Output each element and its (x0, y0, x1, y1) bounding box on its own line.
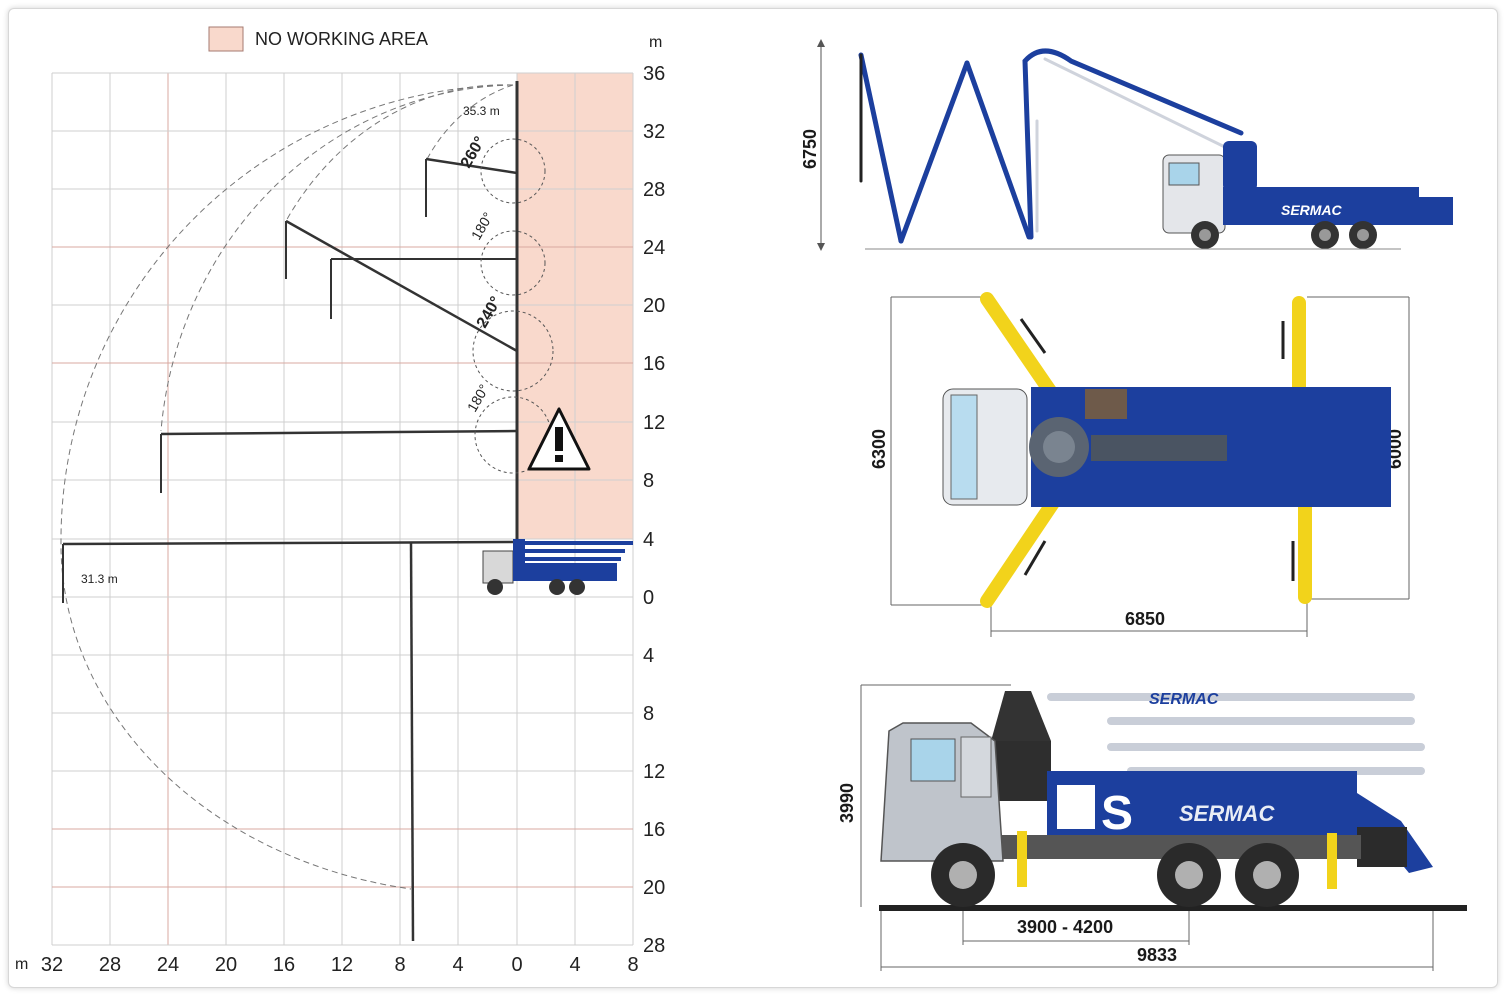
angle-label-180-bottom: 180° (464, 381, 492, 414)
angle-labels: 260° 180° 240° 180° (458, 134, 505, 415)
y-tick: 12 (643, 412, 665, 434)
x-tick: 4 (452, 954, 463, 976)
y-tick: 8 (643, 703, 654, 725)
x-tick: 32 (41, 954, 63, 976)
dim-outrigger-span: 6850 (1125, 609, 1165, 629)
max-reach-label: 31.3 m (81, 572, 118, 586)
dim-folded-height: 6750 (800, 129, 820, 169)
unit-label-top: m (649, 34, 662, 51)
legend-swatch (208, 26, 244, 52)
dim-outrigger-front: 6300 (869, 429, 889, 469)
dim-wheelbase: 3900 - 4200 (1017, 917, 1113, 937)
warning-icon (527, 407, 591, 471)
x-tick: 28 (99, 954, 121, 976)
y-tick: 36 (643, 63, 665, 85)
y-tick: 0 (643, 587, 654, 609)
spec-sheet: 260° 180° 240° 180° 35.3 m 31.3 m (8, 8, 1498, 988)
brand-logo-mark (1057, 785, 1095, 829)
y-tick: 16 (643, 353, 665, 375)
y-tick: 24 (643, 237, 665, 259)
dim-transport-height: 3990 (837, 783, 857, 823)
reach-envelope (60, 84, 514, 890)
x-tick: 0 (511, 954, 522, 976)
y-tick: 8 (643, 470, 654, 492)
y-tick: 32 (643, 121, 665, 143)
x-tick: 24 (157, 954, 179, 976)
y-tick: 16 (643, 819, 665, 841)
x-tick: 20 (215, 954, 237, 976)
x-tick: 8 (394, 954, 405, 976)
y-tick: 28 (643, 179, 665, 201)
outrigger-top-view: 6300 6000 6850 (869, 292, 1410, 637)
unit-label-bottom: m (15, 956, 28, 973)
brand-logo-letter: S (1101, 787, 1133, 840)
y-tick-labels: 36 32 28 24 20 16 12 8 4 0 4 8 12 16 20 … (643, 63, 665, 957)
boom-positions (62, 81, 519, 942)
transport-wheels (931, 843, 1299, 907)
grid-horizontal (52, 72, 633, 946)
chart-truck-icon (482, 539, 633, 595)
brand-text-body: SERMAC (1179, 801, 1275, 826)
range-chart: 260° 180° 240° 180° 35.3 m 31.3 m (15, 26, 665, 976)
truck-transport-view: 3990 3900 - 4200 9833 SERMAC S SERMAC (837, 684, 1467, 971)
y-tick: 12 (643, 761, 665, 783)
spec-drawing: 260° 180° 240° 180° 35.3 m 31.3 m (15, 26, 1467, 976)
angle-label-240: 240° (474, 294, 505, 331)
brand-text-small: SERMAC (1281, 202, 1343, 218)
y-tick: 4 (643, 529, 654, 551)
boom-folding-view: 6750 SERMAC (800, 39, 1453, 251)
truck-side-small: SERMAC (865, 141, 1453, 250)
max-height-label: 35.3 m (463, 104, 500, 118)
brand-text-boom: SERMAC (1149, 691, 1219, 708)
folded-boom (1047, 693, 1425, 775)
y-tick: 20 (643, 877, 665, 899)
angle-label-180-top: 180° (468, 209, 496, 242)
x-tick: 8 (627, 954, 638, 976)
angle-label-260: 260° (458, 134, 489, 171)
y-tick: 20 (643, 295, 665, 317)
legend-label: NO WORKING AREA (255, 29, 428, 49)
boom-stage-arc (1022, 48, 1244, 240)
legend: NO WORKING AREA (208, 26, 428, 52)
x-tick-labels: 32 28 24 20 16 12 8 4 0 4 8 (41, 954, 639, 976)
x-tick: 4 (569, 954, 580, 976)
x-tick: 16 (273, 954, 295, 976)
y-tick: 4 (643, 645, 654, 667)
boom-stage-z (858, 52, 1032, 244)
dim-overall-length: 9833 (1137, 945, 1177, 965)
extension-arrows (1019, 318, 1295, 581)
x-tick: 12 (331, 954, 353, 976)
y-tick: 28 (643, 935, 665, 957)
